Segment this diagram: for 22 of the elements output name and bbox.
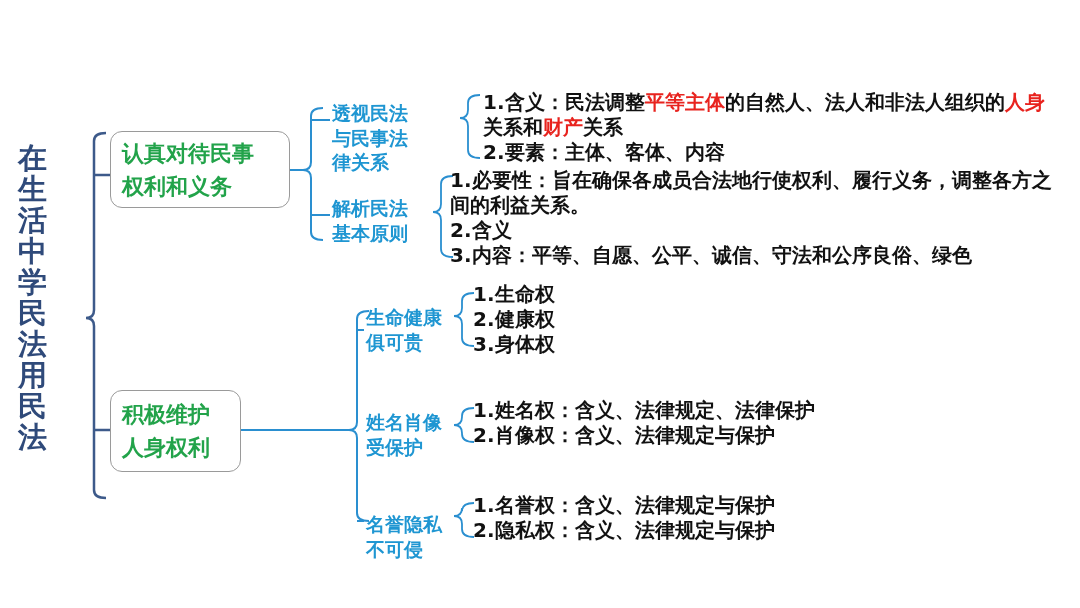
subtopic-heading: 姓名肖像受保护 (366, 410, 443, 460)
point-text: 1.姓名权：含义、法律规定、法律保护 (473, 398, 816, 423)
topic-box (110, 131, 290, 208)
point-text: 2.肖像权：含义、法律规定与保护 (473, 423, 776, 448)
topic-text: 认真对待民事权利和义务 (122, 139, 255, 201)
subtopic-heading: 解析民法基本原则 (332, 196, 409, 246)
point-text: 2.含义 (450, 218, 513, 243)
point-text: 2.要素：主体、客体、内容 (483, 140, 726, 165)
subtopic-heading: 透视民法与民事法律关系 (332, 101, 409, 176)
point-text: 1.含义：民法调整平等主体的自然人、法人和非法人组织的人身关系和财产关系 (483, 90, 1046, 140)
subtopic-heading: 生命健康俱可贵 (366, 305, 443, 355)
topic-text: 积极维护人身权利 (122, 401, 211, 462)
point-text: 1.必要性：旨在确保各成员合法地行使权利、履行义务，调整各方之间的利益关系。 (450, 168, 1053, 218)
point-text: 1.名誉权：含义、法律规定与保护 (473, 493, 776, 518)
point-text: 3.身体权 (473, 332, 556, 357)
topic-box (110, 390, 241, 472)
point-text: 3.内容：平等、自愿、公平、诚信、守法和公序良俗、绿色 (450, 243, 973, 268)
point-text: 2.隐私权：含义、法律规定与保护 (473, 518, 776, 543)
subtopic-heading: 名誉隐私不可侵 (366, 512, 444, 562)
point-text: 1.生命权 (473, 282, 556, 307)
point-text: 2.健康权 (473, 307, 556, 332)
vertical-title: 在生活中学民法用民法 (18, 143, 47, 454)
